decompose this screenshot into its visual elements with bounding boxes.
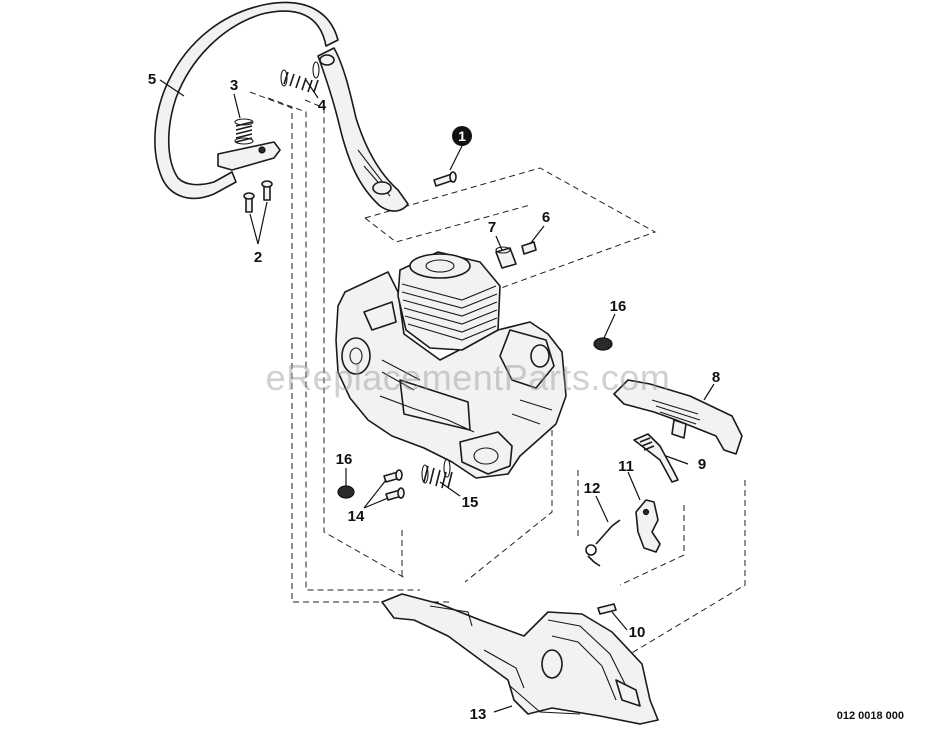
callout-4: 4 [318, 97, 327, 114]
rear-handle [381, 593, 659, 725]
trigger-pin [597, 603, 617, 615]
rubber-buffer-upper [593, 337, 613, 351]
assembly-guide-lines [249, 91, 746, 661]
callout-16-upper: 16 [610, 298, 627, 315]
callout-8: 8 [712, 369, 720, 386]
throttle-trigger [635, 499, 661, 553]
buffer-spring [421, 458, 453, 489]
callout-12: 12 [584, 480, 601, 497]
callout-labels: 1 2 3 4 5 6 7 8 9 10 11 12 13 14 15 16 1… [148, 71, 720, 723]
watermark: eReplacementParts.com [266, 357, 671, 398]
leader-lines [159, 79, 715, 713]
rubber-buffer-lower [337, 485, 355, 499]
callout-7: 7 [488, 219, 496, 236]
callout-15: 15 [462, 494, 479, 511]
callout-14: 14 [348, 508, 365, 525]
bushing [495, 246, 517, 269]
front-handle-bar [154, 1, 409, 212]
handle-bracket [217, 141, 281, 171]
trigger-spring [585, 519, 621, 567]
handle-screws [243, 180, 273, 213]
lockout-spring [633, 433, 679, 483]
callout-1-badge [452, 126, 472, 146]
callout-3: 3 [230, 77, 238, 94]
buffer-screws [383, 469, 405, 501]
set-screw [521, 241, 537, 255]
callout-11: 11 [618, 458, 634, 475]
engine-crankcase [335, 251, 567, 479]
callout-2: 2 [254, 249, 262, 266]
callout-10: 10 [629, 624, 646, 641]
callout-9: 9 [698, 456, 706, 473]
callout-16-lower: 16 [336, 451, 353, 468]
mounting-screw [433, 171, 457, 187]
upper-handle-spring [280, 61, 320, 93]
callout-5: 5 [148, 71, 156, 88]
callout-13: 13 [470, 706, 487, 723]
handle-spring [234, 118, 254, 145]
throttle-lockout [613, 379, 743, 455]
callout-6: 6 [542, 209, 550, 226]
drawing-number: 012 0018 000 [837, 710, 904, 722]
callout-1: 1 [458, 128, 466, 144]
